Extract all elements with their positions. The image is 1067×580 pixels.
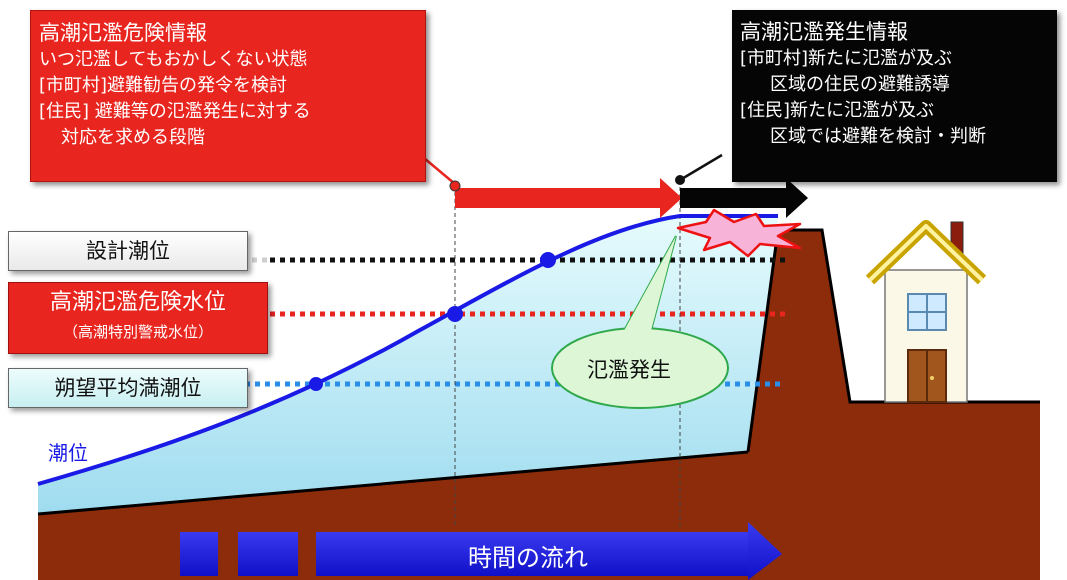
time-block-1 xyxy=(180,532,218,576)
time-block-2 xyxy=(238,532,298,576)
occurrence-info-line4: 区域では避難を検討・判断 xyxy=(770,126,986,147)
danger-level-subtitle: （高潮特別警戒水位） xyxy=(62,323,213,341)
mean-level-label: 朔望平均満潮位 xyxy=(8,368,248,408)
tide-point-design xyxy=(540,252,556,268)
danger-info-box: 高潮氾濫危険情報 いつ氾濫してもおかしくない状態 [市町村]避難勧告の発令を検討… xyxy=(30,10,426,182)
tide-curve xyxy=(37,214,778,486)
time-label: 時間の流れ xyxy=(468,544,588,572)
tide-label: 潮位 xyxy=(48,441,88,465)
danger-level-label: 高潮氾濫危険水位 （高潮特別警戒水位） xyxy=(8,282,268,354)
tide-point-danger xyxy=(447,306,463,322)
danger-level-title: 高潮氾濫危険水位 xyxy=(49,290,226,315)
flood-label: 氾濫発生 xyxy=(587,358,671,382)
danger-info-title: 高潮氾濫危険情報 xyxy=(39,21,207,45)
occurrence-arrow xyxy=(680,178,808,218)
time-arrow xyxy=(316,522,782,580)
tide-point-mean xyxy=(309,377,323,391)
danger-info-line3: [住民] 避難等の氾濫発生に対する xyxy=(39,101,311,122)
danger-info-line1: いつ氾濫してもおかしくない状態 xyxy=(39,49,308,70)
danger-info-line2: [市町村]避難勧告の発令を検討 xyxy=(39,75,288,96)
seabed-line xyxy=(37,450,749,516)
flood-burst-icon xyxy=(676,208,802,258)
occurrence-info-line2: 区域の住民の避難誘導 xyxy=(770,74,950,95)
occurrence-info-title: 高潮氾濫発生情報 xyxy=(740,20,908,44)
occurrence-info-line1: [市町村]新たに氾濫が及ぶ xyxy=(740,48,953,69)
occurrence-info-box: 高潮氾濫発生情報 [市町村]新たに氾濫が及ぶ 区域の住民の避難誘導 [住民]新た… xyxy=(732,10,1057,182)
house-icon xyxy=(865,220,987,403)
design-level-label: 設計潮位 xyxy=(8,231,248,271)
occurrence-info-line3: [住民]新たに氾濫が及ぶ xyxy=(740,100,935,121)
danger-period-arrow xyxy=(455,178,682,218)
danger-info-line4: 対応を求める段階 xyxy=(61,127,205,148)
water-body xyxy=(38,216,778,514)
